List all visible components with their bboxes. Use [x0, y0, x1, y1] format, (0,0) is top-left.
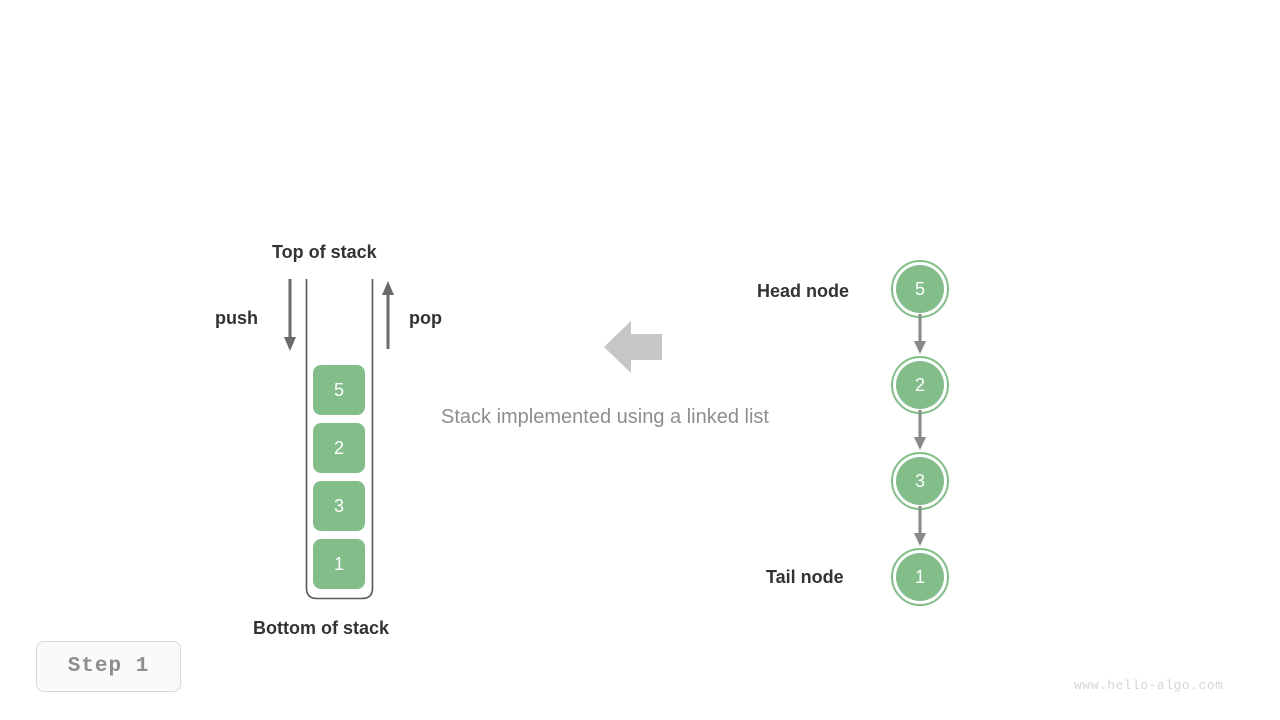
top-of-stack-label: Top of stack — [272, 242, 377, 262]
bottom-of-stack-label: Bottom of stack — [253, 618, 390, 638]
linked-list-node-value: 1 — [896, 553, 944, 601]
head-node-label: Head node — [757, 281, 850, 301]
linked-list-node: 3 — [891, 452, 949, 510]
linked-list-link-arrow-icon — [914, 410, 926, 450]
left-block-arrow-icon — [604, 321, 662, 373]
linked-list-node-value: 5 — [896, 265, 944, 313]
pop-arrow-icon — [382, 281, 394, 349]
stack-cell: 5 — [313, 365, 365, 415]
linked-list-node: 1 — [891, 548, 949, 606]
tail-node-label: Tail node — [766, 567, 844, 587]
stack-cell-value: 5 — [333, 379, 344, 400]
linked-list-node: 5 — [891, 260, 949, 318]
stack-cell: 3 — [313, 481, 365, 531]
stack-cell: 2 — [313, 423, 365, 473]
stack-container-outline — [305, 279, 374, 600]
push-label: push — [215, 308, 258, 328]
linked-list-node: 2 — [891, 356, 949, 414]
pop-label: pop — [409, 308, 442, 328]
linked-list-node-value: 2 — [896, 361, 944, 409]
linked-list-link-arrow-icon — [914, 314, 926, 354]
stack-cell-value: 1 — [333, 553, 344, 574]
linked-list-link-arrow-icon — [914, 506, 926, 546]
stack-cell-value: 2 — [333, 437, 344, 458]
stack-cell: 1 — [313, 539, 365, 589]
stack-cell-value: 3 — [333, 495, 344, 516]
linked-list-node-value: 3 — [896, 457, 944, 505]
watermark: www.hello-algo.com — [1074, 678, 1224, 693]
push-arrow-icon — [284, 279, 296, 351]
diagram-caption: Stack implemented using a linked list — [441, 406, 769, 428]
step-badge: Step 1 — [36, 641, 181, 692]
